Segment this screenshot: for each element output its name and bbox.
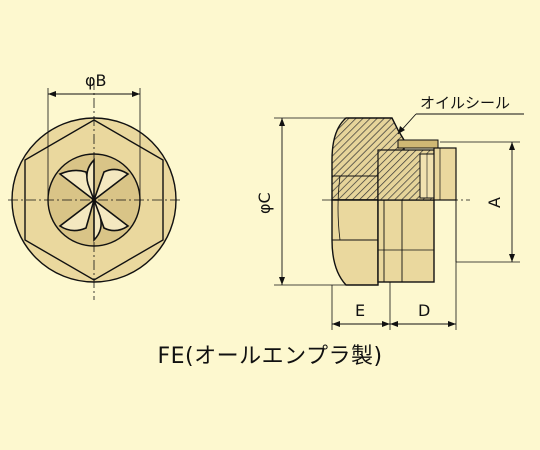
e-arrow-left <box>332 321 340 327</box>
phi-b-label: φB <box>85 71 107 90</box>
star-baffle <box>58 158 130 242</box>
a-label: A <box>485 197 504 208</box>
phi-c-arrow-top <box>279 118 285 126</box>
e-arrow-right <box>382 321 390 327</box>
phi-c-label: φC <box>255 192 274 214</box>
d-arrow-right <box>448 321 456 327</box>
a-arrow-top <box>509 142 515 150</box>
oil-seal-label: オイルシール <box>420 94 510 112</box>
model-caption: FE(オールエンプラ製) <box>157 344 383 369</box>
shank-lower <box>377 199 435 283</box>
front-view <box>8 80 180 300</box>
side-view <box>274 113 524 330</box>
seal-gasket <box>433 147 457 201</box>
e-label: E <box>355 301 365 320</box>
facet-curve <box>337 175 341 241</box>
d-arrow-left <box>390 321 398 327</box>
oil-seal <box>397 139 439 149</box>
head-lower <box>331 199 379 286</box>
phi-c-arrow-bottom <box>279 277 285 285</box>
phi-b-arrow-left <box>48 91 56 97</box>
oil-seal-leader-arrow <box>398 126 405 134</box>
phi-b-arrow-right <box>132 91 140 97</box>
a-arrow-bottom <box>509 254 515 262</box>
d-label: D <box>418 301 430 320</box>
